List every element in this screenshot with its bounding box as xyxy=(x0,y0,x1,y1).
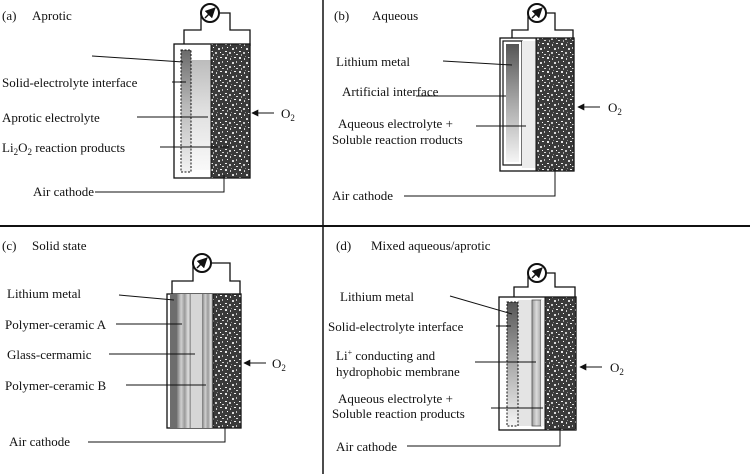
lithium-anode xyxy=(170,294,177,428)
label-air-cathode: Air cathode xyxy=(332,188,393,203)
label-reaction-products: Li2O2 reaction products xyxy=(2,140,125,157)
panel-b-title: Aqueous xyxy=(372,8,418,23)
panel-b-label: (b) xyxy=(334,8,349,23)
panel-aprotic: (a) Aprotic Solid-electrolyte interface … xyxy=(2,3,295,199)
lithium-anode xyxy=(180,49,192,173)
air-cathode xyxy=(212,293,242,429)
label-lithium-metal: Lithium metal xyxy=(7,286,81,301)
leader-line xyxy=(407,428,561,447)
label-aprotic-electrolyte: Aprotic electrolyte xyxy=(2,110,100,125)
panel-c-title: Solid state xyxy=(32,238,87,253)
label-lithium-metal: Lithium metal xyxy=(340,289,414,304)
glass-ceramic-layer xyxy=(191,294,202,428)
label-soluble-products: Soluble reaction rroducts xyxy=(332,132,463,147)
aqueous-electrolyte-region xyxy=(541,300,545,426)
voltmeter-icon xyxy=(192,253,212,273)
conducting-membrane xyxy=(531,299,542,427)
panel-aqueous: (b) Aqueous Lithium metal Artificial int… xyxy=(332,3,622,203)
external-circuit-wire xyxy=(183,12,251,50)
lithium-anode xyxy=(506,44,519,162)
label-polymer-ceramic-a: Polymer-ceramic A xyxy=(5,317,107,332)
voltmeter-icon xyxy=(527,263,547,283)
leader-line xyxy=(404,168,556,197)
panel-a-title: Aprotic xyxy=(32,8,72,23)
polymer-ceramic-b-layer xyxy=(202,294,213,428)
label-oxygen: O2 xyxy=(281,106,295,123)
leader-line xyxy=(95,175,225,193)
panel-d-label: (d) xyxy=(336,238,351,253)
leader-line xyxy=(449,295,513,315)
label-membrane: Li+ conducting and xyxy=(336,348,436,363)
label-artificial-interface: Artificial interface xyxy=(342,84,439,99)
label-air-cathode: Air cathode xyxy=(9,434,70,449)
external-circuit-wire xyxy=(511,12,574,44)
label-oxygen: O2 xyxy=(610,360,624,377)
panel-c-label: (c) xyxy=(2,238,16,253)
leader-line xyxy=(442,60,513,66)
electrolyte-region xyxy=(522,41,536,168)
label-air-cathode: Air cathode xyxy=(33,184,94,199)
label-polymer-ceramic-b: Polymer-ceramic B xyxy=(5,378,107,393)
leader-line xyxy=(91,55,184,63)
external-circuit-wire xyxy=(513,272,576,298)
panel-a-label: (a) xyxy=(2,8,16,23)
label-air-cathode: Air cathode xyxy=(336,439,397,454)
label-aqueous-electrolyte: Aqueous electrolyte + xyxy=(338,391,453,406)
panel-d-title: Mixed aqueous/aprotic xyxy=(371,238,491,253)
voltmeter-icon xyxy=(200,3,220,23)
panel-mixed-aqueous-aprotic: (d) Mixed aqueous/aprotic Lithium metal … xyxy=(328,238,624,454)
air-cathode xyxy=(544,296,577,431)
label-sei: Solid-electrolyte interface xyxy=(2,75,138,90)
lithium-anode xyxy=(506,301,519,427)
leader-line xyxy=(88,428,226,443)
air-cathode xyxy=(210,43,251,179)
label-sei: Solid-electrolyte interface xyxy=(328,319,464,334)
label-lithium-metal: Lithium metal xyxy=(336,54,410,69)
polymer-ceramic-a-layer xyxy=(177,294,191,428)
label-oxygen: O2 xyxy=(608,100,622,117)
external-circuit-wire xyxy=(171,262,241,294)
panel-solid-state: (c) Solid state Lithium metal Polymer-ce… xyxy=(2,238,286,449)
electrolyte-region xyxy=(190,60,212,170)
label-glass-ceramic: Glass-cermamic xyxy=(7,347,92,362)
label-aqueous-electrolyte: Aqueous electrolyte + xyxy=(338,116,453,131)
aprotic-electrolyte-region xyxy=(518,300,532,426)
label-soluble-products: Soluble reaction products xyxy=(332,406,465,421)
label-oxygen: O2 xyxy=(272,356,286,373)
leader-line xyxy=(118,294,175,301)
air-cathode xyxy=(535,37,575,172)
voltmeter-icon xyxy=(527,3,547,23)
label-hydrophobic-membrane: hydrophobic membrane xyxy=(336,364,460,379)
